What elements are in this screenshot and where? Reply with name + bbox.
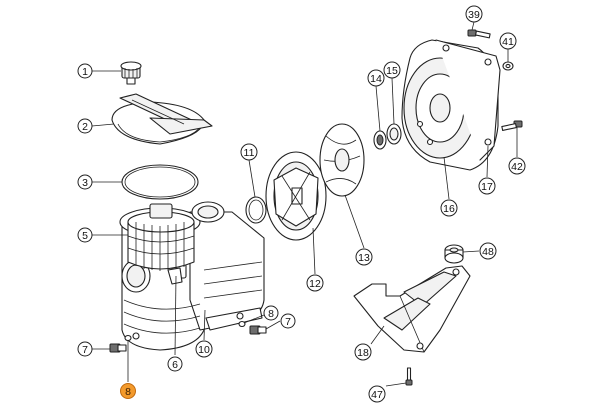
callout-8-right: 8 bbox=[263, 305, 279, 321]
callout-14: 14 bbox=[367, 69, 385, 87]
svg-text:8: 8 bbox=[268, 308, 274, 320]
callout-13: 13 bbox=[355, 248, 373, 266]
part-o-ring-inner bbox=[124, 166, 196, 198]
svg-text:7: 7 bbox=[285, 316, 291, 328]
part-knob bbox=[120, 61, 142, 85]
part-motor-bracket bbox=[401, 39, 501, 171]
part-clip bbox=[167, 267, 183, 285]
svg-text:41: 41 bbox=[502, 36, 514, 48]
callout-15: 15 bbox=[383, 61, 401, 79]
svg-text:17: 17 bbox=[481, 181, 493, 193]
part-seal-seat bbox=[386, 123, 402, 145]
part-mechanical-seal bbox=[373, 130, 387, 150]
part-strainer-basket bbox=[127, 203, 195, 271]
part-lid bbox=[111, 93, 213, 145]
svg-text:1: 1 bbox=[82, 66, 88, 78]
svg-text:18: 18 bbox=[357, 347, 369, 359]
callout-10: 10 bbox=[195, 340, 213, 358]
svg-text:7: 7 bbox=[82, 344, 88, 356]
callout-47: 47 bbox=[368, 385, 386, 403]
callout-5: 5 bbox=[77, 227, 93, 243]
svg-text:39: 39 bbox=[468, 9, 480, 21]
svg-text:3: 3 bbox=[82, 177, 88, 189]
part-seal-ring-inner bbox=[248, 199, 264, 221]
svg-text:6: 6 bbox=[172, 359, 178, 371]
svg-text:11: 11 bbox=[244, 147, 255, 159]
part-bottom-screw bbox=[405, 367, 413, 386]
part-drain-plug-left bbox=[109, 334, 132, 353]
callout-7-right: 7 bbox=[280, 313, 296, 329]
part-o-ring bbox=[121, 164, 199, 200]
part-diffuser bbox=[265, 151, 327, 241]
svg-text:5: 5 bbox=[82, 230, 88, 242]
svg-text:47: 47 bbox=[371, 389, 383, 401]
callout-42: 42 bbox=[508, 157, 526, 175]
callout-17: 17 bbox=[478, 177, 496, 195]
callout-8-highlighted[interactable]: 8 bbox=[120, 383, 136, 399]
svg-text:10: 10 bbox=[198, 344, 210, 356]
part-impeller bbox=[319, 123, 365, 197]
svg-text:48: 48 bbox=[482, 246, 494, 258]
part-washer-hole bbox=[505, 63, 511, 69]
callout-11: 11 bbox=[240, 143, 258, 161]
part-base-stand bbox=[353, 265, 471, 353]
callout-16: 16 bbox=[440, 199, 458, 217]
callout-48: 48 bbox=[479, 242, 497, 260]
callout-39: 39 bbox=[465, 5, 483, 23]
part-bolt-right bbox=[501, 120, 523, 132]
part-bushing bbox=[444, 244, 464, 264]
svg-text:2: 2 bbox=[82, 121, 88, 133]
callout-12: 12 bbox=[306, 274, 324, 292]
callout-3: 3 bbox=[77, 174, 93, 190]
callout-2: 2 bbox=[77, 118, 93, 134]
svg-text:16: 16 bbox=[443, 203, 455, 215]
svg-text:14: 14 bbox=[370, 73, 382, 85]
svg-text:12: 12 bbox=[309, 278, 321, 290]
callout-18: 18 bbox=[354, 343, 372, 361]
svg-text:8: 8 bbox=[125, 386, 131, 398]
callout-1: 1 bbox=[77, 63, 93, 79]
part-bolt-top bbox=[467, 29, 491, 39]
svg-text:15: 15 bbox=[386, 65, 398, 77]
callout-6: 6 bbox=[167, 356, 183, 372]
callout-7-left: 7 bbox=[77, 341, 93, 357]
part-drain-plug-right bbox=[238, 320, 267, 335]
svg-text:13: 13 bbox=[358, 252, 370, 264]
svg-text:42: 42 bbox=[511, 161, 523, 173]
callout-41: 41 bbox=[499, 32, 517, 50]
